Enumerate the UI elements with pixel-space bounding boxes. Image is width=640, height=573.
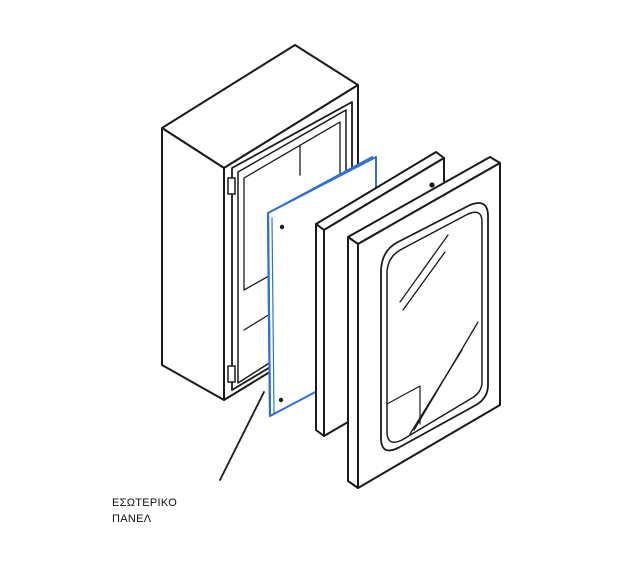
cabinet-side-face [161, 127, 225, 401]
panel-mount-hole-top [279, 224, 285, 230]
panel-mount-hole-bottom [278, 397, 284, 403]
callout-line-1: ΕΣΩΤΕΡΙΚΟ [112, 497, 178, 509]
front-door-side-edge [347, 236, 359, 489]
callout-leader-line [219, 391, 265, 481]
glass-reflection-1 [399, 234, 449, 303]
door-window-glass [386, 211, 483, 443]
hinge-top [227, 177, 236, 195]
callout-line-2: ΠΑΝΕΛ [112, 513, 152, 525]
glass-reflection-4 [409, 349, 463, 435]
inner-panel-callout-label: ΕΣΩΤΕΡΙΚΟ ΠΑΝΕΛ [112, 495, 177, 527]
glass-reflection-2 [402, 251, 446, 311]
frame-hole-top [429, 182, 435, 188]
middle-frame-side-edge [315, 223, 325, 437]
hinge-bottom [227, 365, 236, 383]
front-door [347, 156, 501, 489]
